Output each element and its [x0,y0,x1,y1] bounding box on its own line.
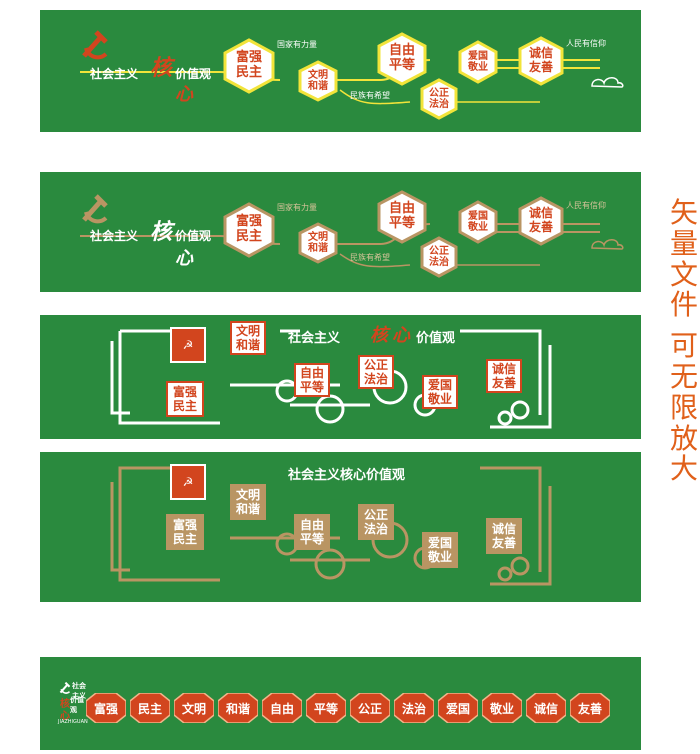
side-char: 文 [669,257,698,291]
logo-title-he: 核 [60,699,70,710]
hex-wenming-hexie: 文明 和谐 [298,222,338,264]
renmin-text: 人民有信仰 [566,201,606,210]
hex-fuqiang-minzhu: 富强 民主 [223,38,275,94]
cloud-icon [591,239,624,250]
guojia-text: 国家有力量 [277,203,317,212]
banner-4: ☭ 社会主义核心价值观 富强 民主 文明 和谐 自由 平等 公正 法治 爱国 敬… [40,452,641,602]
renmin-text: 人民有信仰 [566,39,606,48]
box-aiguo-jingye: 爱国 敬业 [422,532,458,568]
logo-block: 社会主义 核 价值观 心 JIAZHIGUAN [58,681,88,725]
frame-lines [110,329,552,429]
box-fuqiang-minzhu: 富强 民主 [166,514,204,550]
logo-pinyin: JIAZHIGUAN [58,719,88,725]
hammer-sickle-icon: ☭ [170,464,206,500]
box-aiguo-jingye: 爱国 敬业 [422,375,458,409]
value-tag: 民主 [130,693,170,723]
value-tag: 诚信 [526,693,566,723]
box-fuqiang-minzhu: 富强 民主 [166,381,204,417]
logo-title-prefix: 社会主义 [72,682,86,700]
banner-3: ☭ 社会主义 核 心 价值观 富强 民主 文明 和谐 自由 平等 公正 法治 爱… [40,315,641,439]
banner-5: 社会主义 核 价值观 心 JIAZHIGUAN 富强 民主 文明 和谐 自由 平… [40,657,641,750]
hammer-sickle-icon [59,681,71,694]
side-caption: 矢 量 文 件 可 无 限 放 大 [669,196,699,486]
banner-1: 社会主义 核 价值观 心 国家有力量 民族有希望 人民有信仰 富强 民主 文明 … [40,10,641,132]
value-tag: 文明 [174,693,214,723]
value-tag: 敬业 [482,693,522,723]
value-tag: 爱国 [438,693,478,723]
value-tag: 公正 [350,693,390,723]
box-gongzheng-fazhi: 公正 法治 [358,504,394,540]
hex-ziyou-pingdeng: 自由 平等 [377,190,427,244]
hex-chengxin-youshan: 诚信 友善 [518,36,564,86]
box-gongzheng-fazhi: 公正 法治 [358,355,394,389]
side-char: 放 [669,421,698,455]
hammer-sickle-icon [82,194,108,224]
hex-chengxin-youshan: 诚信 友善 [518,196,564,246]
hex-ziyou-pingdeng: 自由 平等 [377,32,427,86]
title-suffix: 价值观 [175,67,212,81]
hex-fuqiang-minzhu: 富强 民主 [223,202,275,258]
minzu-text: 民族有希望 [350,253,390,262]
hex-gongzheng-fazhi: 公正 法治 [420,236,458,278]
hex-gongzheng-fazhi: 公正 法治 [420,78,458,120]
side-char: 件 [669,288,698,322]
title-he: 核 [150,220,173,245]
title-suffix: 价值观 [416,331,456,346]
hammer-sickle-icon [82,30,108,60]
title-full: 社会主义核心价值观 [288,468,406,483]
title-he: 核 [370,325,388,346]
logo-title-xin: 心 [60,711,70,722]
hex-aiguo-jingye: 爱国 敬业 [458,200,498,244]
box-chengxin-youshan: 诚信 友善 [486,518,522,554]
box-wenming-hexie: 文明 和谐 [230,321,266,355]
minzu-text: 民族有希望 [350,91,390,100]
title-xin: 心 [175,84,193,105]
hex-wenming-hexie: 文明 和谐 [298,60,338,102]
hammer-sickle-icon: ☭ [170,327,206,363]
title-prefix: 社会主义 [90,67,139,81]
value-tag: 友善 [570,693,610,723]
hex-aiguo-jingye: 爱国 敬业 [458,40,498,84]
title-prefix: 社会主义 [90,229,139,243]
title-suffix: 价值观 [175,229,212,243]
title-prefix: 社会主义 [288,331,341,346]
box-chengxin-youshan: 诚信 友善 [486,359,522,393]
side-char: 可 [669,329,698,363]
side-char: 限 [669,390,698,424]
box-ziyou-pingdeng: 自由 平等 [294,514,330,550]
side-char: 矢 [669,196,698,229]
side-char: 大 [669,452,698,486]
value-tag: 和谐 [218,693,258,723]
box-wenming-hexie: 文明 和谐 [230,484,266,520]
logo-title-suffix: 价值观 [70,696,84,714]
side-char: 量 [669,226,698,260]
guojia-text: 国家有力量 [277,40,317,49]
title-xin: 心 [175,248,193,269]
cloud-icon [591,77,624,88]
value-tag: 富强 [86,693,126,723]
value-tag: 法治 [394,693,434,723]
value-tag: 平等 [306,693,346,723]
box-ziyou-pingdeng: 自由 平等 [294,363,330,397]
title-he: 核 [150,56,173,81]
value-tags-row: 富强 民主 文明 和谐 自由 平等 公正 法治 爱国 敬业 诚信 友善 [86,693,610,723]
side-char: 无 [669,359,698,393]
title-xin: 心 [392,325,410,346]
value-tag: 自由 [262,693,302,723]
banner-2: 社会主义 核 价值观 心 国家有力量 民族有希望 人民有信仰 富强 民主 文明 … [40,172,641,292]
